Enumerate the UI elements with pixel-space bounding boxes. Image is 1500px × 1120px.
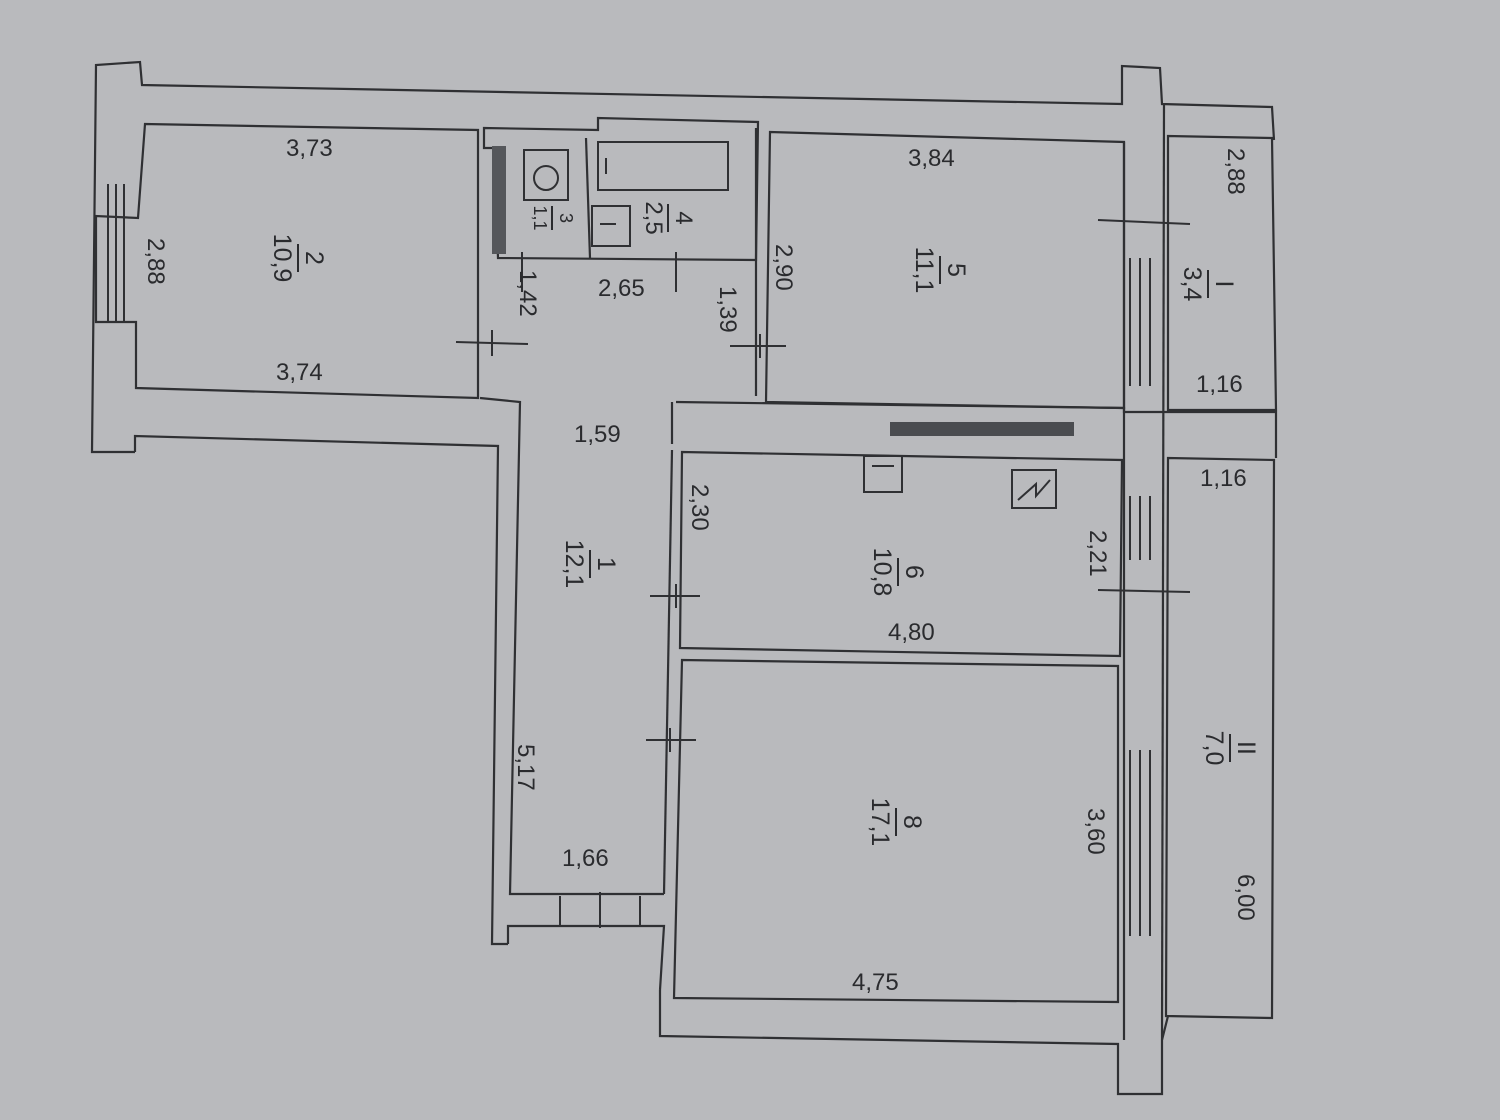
dim-1-39: 1,39: [714, 286, 741, 333]
room-label-6: 6 10,8: [868, 548, 928, 597]
dim-2-88-right: 2,88: [1222, 148, 1249, 195]
wall-room-6: [678, 450, 1124, 658]
dim-4-75: 4,75: [852, 969, 899, 996]
wall-bath-divider: [584, 137, 592, 259]
room-label-4: 4 2,5: [640, 201, 697, 234]
entrance-door-frame: [559, 896, 641, 926]
dim-4-80: 4,80: [888, 619, 935, 646]
room-area: 17,1: [866, 798, 894, 847]
room-number: 8: [898, 815, 926, 829]
room-number: 6: [900, 565, 928, 579]
dim-1-16-top: 1,16: [1196, 371, 1243, 398]
room-label-1: 1 12,1: [560, 540, 620, 589]
dim-1-42: 1,42: [514, 270, 541, 317]
room-label-3: 3 1,1: [530, 205, 576, 230]
room-label-8: 8 17,1: [866, 798, 926, 847]
room-label-5: 5 11,1: [910, 247, 970, 294]
wall-loggia-1: [1166, 134, 1278, 412]
stove-icon: [863, 455, 903, 493]
room-area: 7,0: [1200, 731, 1228, 766]
wall-corridor-inner-left: [479, 396, 664, 896]
room-label-I: I 3,4: [1178, 267, 1238, 302]
dim-1-66: 1,66: [562, 845, 609, 872]
room-area: 10,9: [268, 234, 296, 283]
dim-5-17: 5,17: [512, 744, 539, 791]
window-room-8: [1129, 750, 1151, 936]
room-area: 12,1: [560, 540, 588, 589]
room-number: II: [1232, 741, 1260, 755]
dim-2-65: 2,65: [598, 275, 645, 302]
dim-3-74: 3,74: [276, 359, 323, 386]
room-number: I: [1210, 281, 1238, 288]
room-number: 2: [300, 251, 328, 265]
windows: [107, 184, 1151, 936]
window-room-6: [1129, 496, 1151, 560]
room-number: 3: [556, 213, 576, 223]
room-label-II: II 7,0: [1200, 731, 1260, 766]
dim-2-90: 2,90: [770, 244, 797, 291]
bathtub-icon: [597, 141, 729, 191]
room-area: 2,5: [640, 201, 667, 234]
room-number: 4: [670, 211, 697, 224]
wall-outer-left: [90, 60, 1276, 454]
dim-2-88-left: 2,88: [142, 238, 169, 285]
room-area: 3,4: [1178, 267, 1206, 302]
dim-3-73: 3,73: [286, 135, 333, 162]
toilet-icon: [523, 149, 569, 201]
room-area: 11,1: [910, 247, 938, 294]
electrical-panel-icon: [1011, 469, 1057, 509]
dim-1-16-bottom: 1,16: [1200, 465, 1247, 492]
wall-loggia-2: [1164, 456, 1276, 1020]
wall-entrance: [506, 924, 666, 991]
fixtures: [523, 141, 1057, 509]
window-room-5: [1129, 258, 1151, 386]
dim-3-84: 3,84: [908, 145, 955, 172]
wall-room-8: [672, 658, 1120, 1004]
room-number: 5: [942, 263, 970, 277]
window-room-2: [107, 184, 125, 322]
room-number: 1: [592, 557, 620, 571]
dim-1-59: 1,59: [574, 421, 621, 448]
dim-6-00: 6,00: [1232, 874, 1259, 921]
room-label-2: 2 10,9: [268, 234, 328, 283]
dim-2-30: 2,30: [686, 484, 713, 531]
room-area: 10,8: [868, 548, 896, 597]
room-labels: 2 10,9 3 1,1 4 2,5 5 11,1 I 3,4 1 12,1: [268, 201, 1260, 846]
dim-3-60: 3,60: [1082, 808, 1109, 855]
room-area: 1,1: [530, 205, 550, 230]
vent-shaft-bathroom: [492, 146, 506, 254]
sink-icon: [591, 205, 631, 247]
wall-corridor-right: [662, 449, 674, 895]
dimension-labels: 3,73 2,88 3,74 1,42 2,65 1,39 2,90 3,84 …: [142, 135, 1259, 996]
vent-grille-hall: [890, 422, 1074, 436]
door-ticks: [455, 219, 1191, 928]
wall-right-outer: [1160, 103, 1166, 1041]
wall-below-room-2: [133, 434, 508, 946]
dim-2-21: 2,21: [1084, 530, 1111, 577]
